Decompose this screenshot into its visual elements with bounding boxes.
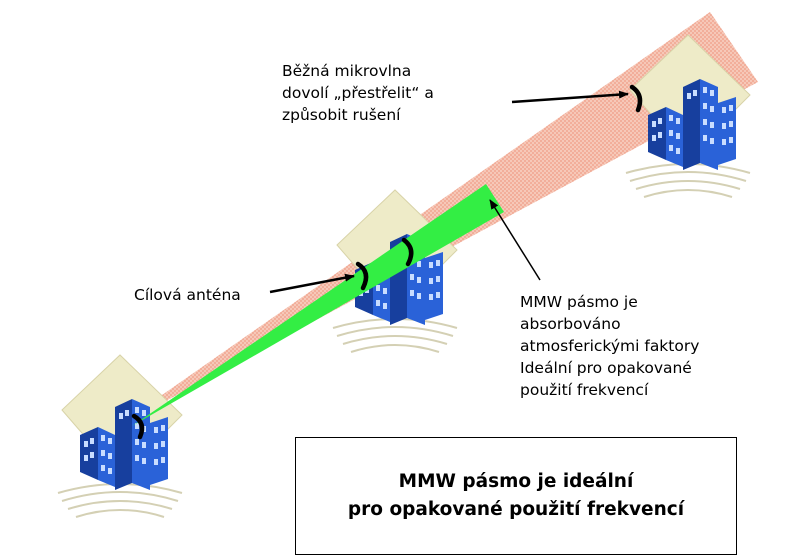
antenna-dish-icon [355, 261, 369, 291]
antenna-dish-icon [401, 237, 414, 267]
arrow-icon [511, 90, 629, 104]
arrow-icon [489, 199, 541, 281]
summary-text: MMW pásmo je ideální pro opakované použi… [347, 471, 685, 520]
target-antenna-label: Cílová anténa [134, 286, 241, 304]
mmw-absorption-label: MMW pásmo je absorbováno atmosferickými … [520, 293, 700, 399]
antenna-dish-icon [131, 413, 145, 440]
antenna-dish-icon [629, 84, 643, 113]
summary-box: MMW pásmo je ideální pro opakované použi… [295, 437, 737, 555]
building-icon [57, 354, 183, 518]
arrow-icon [269, 273, 355, 294]
microwave-interference-label: Běžná mikrovlna dovolí „přestřelit“ a zp… [282, 62, 434, 124]
